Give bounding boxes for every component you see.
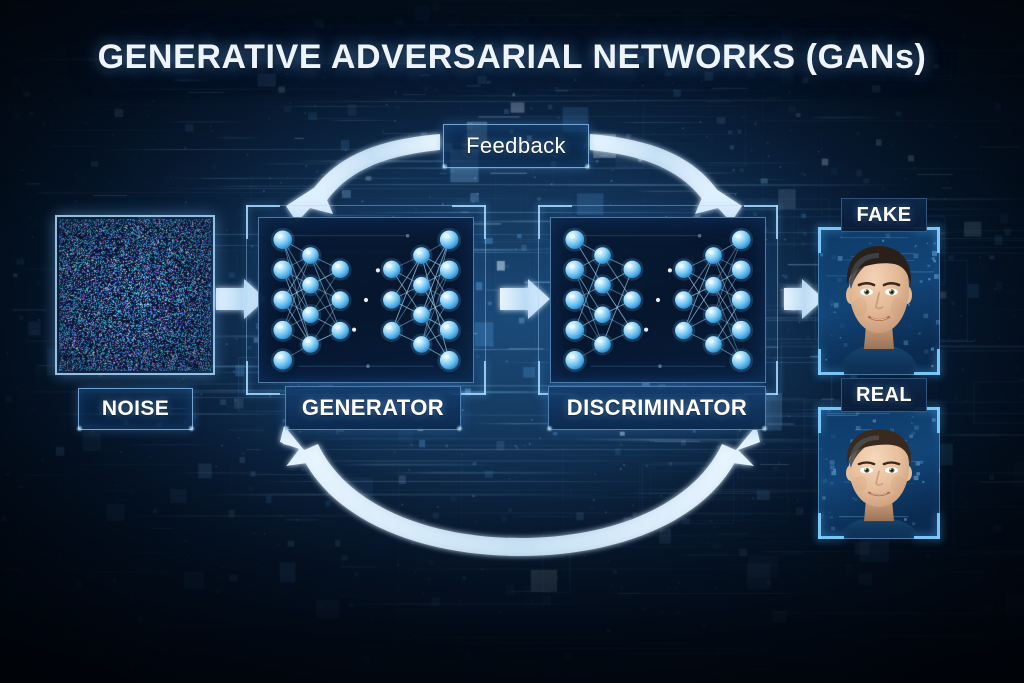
noise-image xyxy=(59,219,211,371)
real-label: REAL xyxy=(841,378,927,412)
real-label-text: REAL xyxy=(855,383,913,406)
fake-face-image xyxy=(818,227,940,375)
real-face-panel xyxy=(818,407,940,539)
fake-label: FAKE xyxy=(841,198,927,232)
discriminator-label-text: DISCRIMINATOR xyxy=(566,395,748,420)
generator-label-text: GENERATOR xyxy=(301,395,445,420)
noise-frame xyxy=(55,215,215,375)
page-title: GENERATIVE ADVERSARIAL NETWORKS (GANs) xyxy=(97,38,927,76)
fake-face-panel xyxy=(818,227,940,375)
discriminator-label: DISCRIMINATOR xyxy=(546,386,768,432)
generator-label: GENERATOR xyxy=(283,386,463,432)
real-face-image xyxy=(818,407,940,539)
noise-label-text: NOISE xyxy=(101,397,170,420)
discriminator-panel xyxy=(538,205,778,395)
discriminator-network-graphic xyxy=(550,217,766,383)
generator-network-graphic xyxy=(258,217,474,383)
feedback-label-text: Feedback xyxy=(466,133,566,158)
noise-label: NOISE xyxy=(76,388,195,432)
feedback-label: Feedback xyxy=(441,124,591,170)
noise-panel xyxy=(55,215,215,375)
fake-label-text: FAKE xyxy=(856,203,912,226)
generator-panel xyxy=(246,205,486,395)
